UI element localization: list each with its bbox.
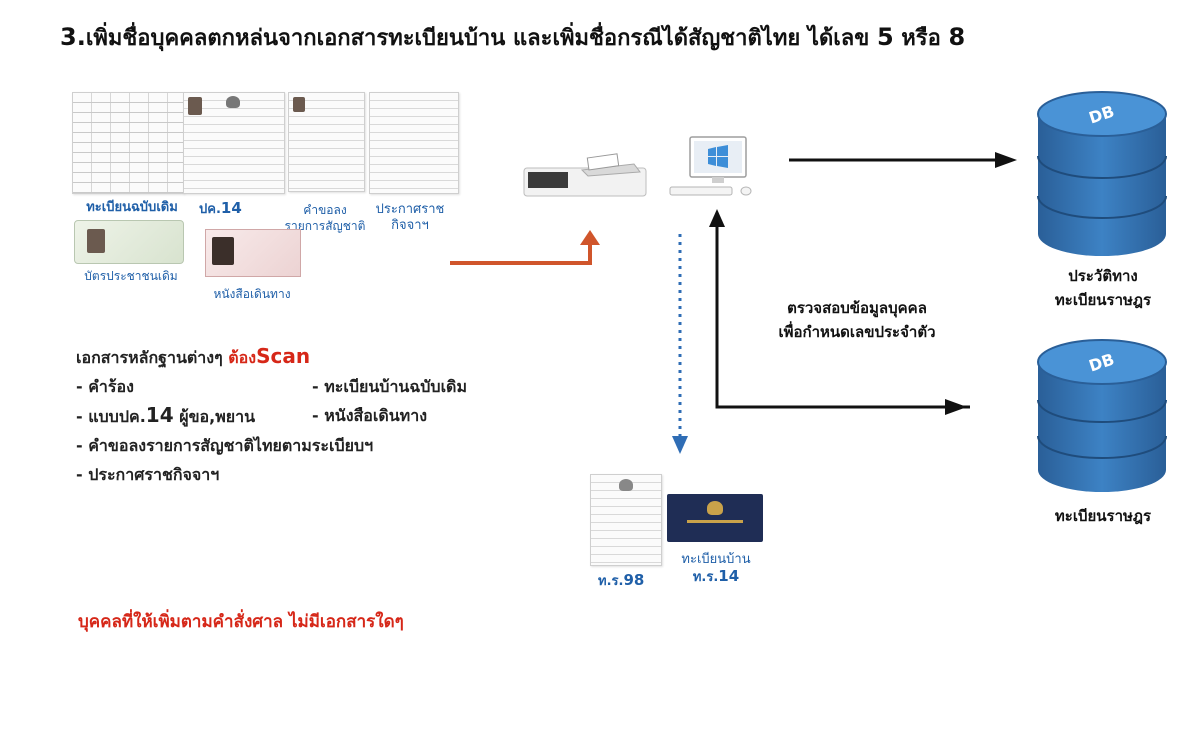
title-number-5: 5 — [876, 23, 894, 51]
list-item: - แบบปค.14 ผู้ขอ,พยาน - หนังสือเดินทาง — [76, 403, 428, 427]
title-prefix: 3. — [60, 23, 86, 51]
registry-database-icon: DB — [1037, 339, 1167, 492]
computer-to-history-db-arrow — [789, 152, 1017, 168]
scanner-icon — [523, 153, 647, 197]
passport-image — [205, 229, 301, 277]
garuda-emblem-icon — [707, 501, 723, 515]
title-or: หรือ — [893, 26, 949, 51]
gazette-image — [369, 92, 459, 194]
caption-gazette: ประกาศราช กิจจาฯ — [375, 202, 445, 233]
caption-nationality-request: คำขอลง รายการสัญชาติ — [284, 203, 366, 233]
issue-documents-arrow — [672, 234, 688, 454]
passport-photo-icon — [212, 237, 234, 265]
history-database-icon: DB — [1037, 91, 1167, 256]
documents-to-scanner-arrow — [450, 230, 600, 265]
history-database-caption: ประวัติทาง ทะเบียนราษฎร — [1054, 267, 1152, 309]
registry-database-caption: ทะเบียนราษฎร — [1054, 507, 1152, 525]
id-photo-icon — [87, 229, 105, 253]
pk14-form-image — [183, 92, 285, 194]
evidence-heading: เอกสารหลักฐานต่างๆ ต้องScan — [76, 344, 311, 368]
applicant-photo-icon — [293, 97, 305, 112]
title-number-8: 8 — [948, 23, 966, 51]
caption-tr98: ท.ร.98 — [598, 571, 645, 589]
book-title-bar — [687, 520, 743, 523]
old-id-card-image — [74, 220, 184, 264]
list-item: - คำร้อง - ทะเบียนบ้านฉบับเดิม — [76, 377, 467, 396]
computer-icon — [669, 136, 752, 196]
caption-pk14: ปค.14 — [199, 199, 242, 217]
garuda-emblem-icon — [226, 96, 240, 108]
tr98-document-image — [590, 474, 662, 566]
evidence-list: เอกสารหลักฐานต่างๆ ต้องScan - คำร้อง - ท… — [76, 342, 467, 489]
caption-old-id-card: บัตรประชาชนเดิม — [84, 269, 178, 283]
page-title: 3.เพิ่มชื่อบุคคลตกหล่นจากเอกสารทะเบียนบ้… — [60, 20, 965, 55]
caption-old-house-reg: ทะเบียนฉบับเดิม — [86, 200, 178, 215]
list-item: - ประกาศราชกิจจาฯ — [76, 465, 220, 484]
list-item: - คำขอลงรายการสัญชาติไทยตามระเบียบฯ — [76, 436, 374, 455]
old-house-registration-image — [72, 92, 184, 194]
verify-text: ตรวจสอบข้อมูลบุคคล เพื่อกำหนดเลขประจำตัว — [778, 299, 936, 341]
applicant-photo-icon — [188, 97, 202, 115]
tr14-house-book-image — [667, 494, 763, 542]
verify-arrow — [709, 209, 970, 415]
garuda-emblem-icon — [619, 479, 633, 491]
caption-passport: หนังสือเดินทาง — [213, 287, 291, 301]
court-order-note: บุคคลที่ให้เพิ่มตามคำสั่งศาล ไม่มีเอกสาร… — [78, 612, 404, 632]
nationality-request-image — [288, 92, 365, 192]
caption-tr14: ทะเบียนบ้าน ท.ร.14 — [681, 552, 751, 585]
title-main: เพิ่มชื่อบุคคลตกหล่นจากเอกสารทะเบียนบ้าน… — [85, 26, 877, 51]
